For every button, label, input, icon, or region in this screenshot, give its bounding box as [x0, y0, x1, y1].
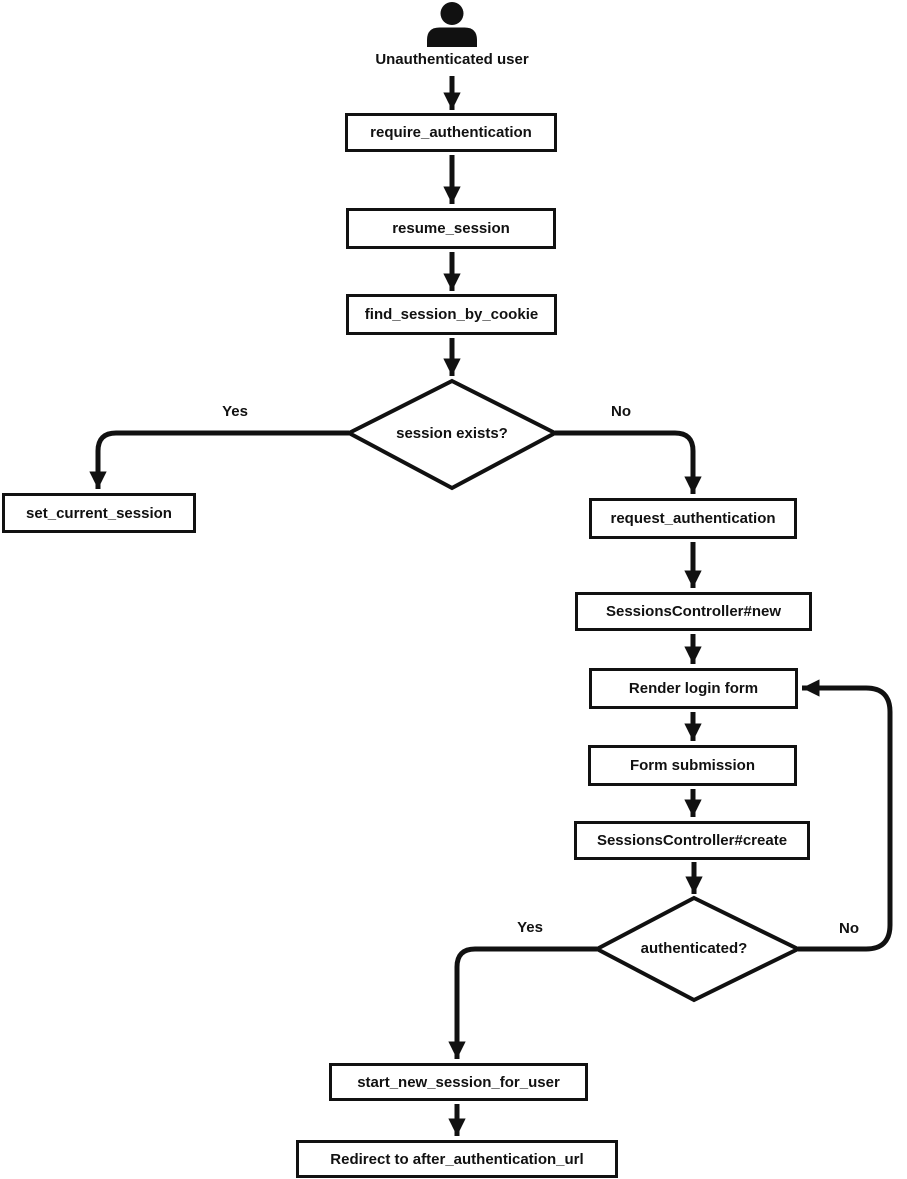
node-resume-session: resume_session: [346, 208, 556, 249]
node-request-authentication: request_authentication: [589, 498, 797, 539]
node-start-new-session-for-user: start_new_session_for_user: [329, 1063, 588, 1101]
edge-session-exists-no-to-request-authentication: [555, 430, 702, 494]
edge-label-session-exists-no: No: [611, 403, 631, 420]
edge-label-session-exists-yes: Yes: [222, 403, 248, 420]
edge-label-authenticated-yes: Yes: [517, 919, 543, 936]
decision-authenticated-shape: [592, 895, 803, 1003]
edge-authenticated-yes-to-start-new-session: [448, 946, 597, 1059]
node-find-session-by-cookie: find_session_by_cookie: [346, 294, 557, 335]
node-render-login-form: Render login form: [589, 668, 798, 709]
decision-authenticated-label: authenticated?: [640, 940, 748, 957]
edge-label-authenticated-no: No: [839, 920, 859, 937]
node-form-submission: Form submission: [588, 745, 797, 786]
node-require-authentication: require_authentication: [345, 113, 557, 152]
decision-session-exists-label: session exists?: [396, 425, 508, 442]
edge-session-exists-yes-to-set-current-session: [89, 430, 349, 489]
node-set-current-session: set_current_session: [2, 493, 196, 533]
node-redirect-after-authentication-url: Redirect to after_authentication_url: [296, 1140, 618, 1178]
user-icon: [427, 2, 477, 47]
start-label: Unauthenticated user: [375, 51, 529, 68]
node-sessions-controller-create: SessionsController#create: [574, 821, 810, 860]
decision-session-exists-shape: [344, 378, 560, 491]
edge-authenticated-no-loop-to-render-login-form: [798, 679, 893, 952]
node-sessions-controller-new: SessionsController#new: [575, 592, 812, 631]
